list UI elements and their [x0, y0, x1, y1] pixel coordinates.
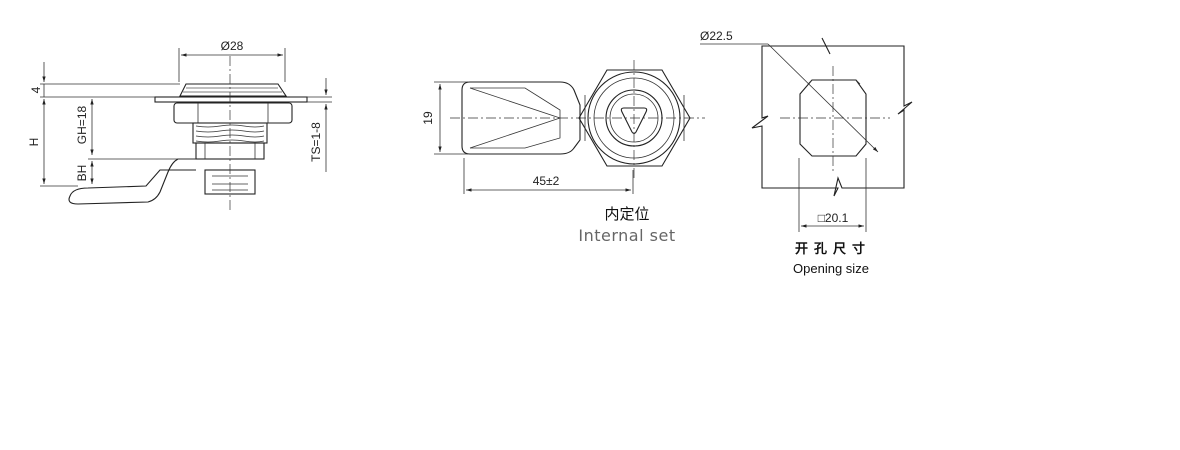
caption-internal-set-cn: 内定位	[604, 205, 649, 223]
dim-ts: TS=1-8	[309, 122, 323, 162]
dim-square-20-1: □20.1	[818, 211, 849, 225]
dim-width-19: 19	[421, 111, 435, 125]
dim-height-h: H	[27, 138, 41, 147]
panel-plate	[154, 96, 308, 103]
dim-flange-4: 4	[29, 86, 43, 93]
cam-arm	[68, 158, 196, 205]
dim-diameter-28: Ø28	[221, 39, 244, 53]
thread-lines	[195, 124, 265, 143]
panel-break-outline	[751, 37, 913, 197]
caption-opening-size: Opening size	[793, 261, 869, 276]
hex-nut	[173, 102, 293, 124]
dim-diameter-22-5: Ø22.5	[700, 29, 733, 43]
caption-opening-size-cn: 开孔尺寸	[795, 241, 871, 257]
dim-bh: BH	[75, 165, 89, 182]
cutout-view: Ø22.5 □20.1 开孔尺寸 Opening size	[700, 29, 913, 276]
lock-cap	[179, 83, 288, 97]
opening-shape	[799, 79, 867, 157]
front-cam-arm	[461, 81, 581, 155]
dim-length-45: 45±2	[533, 174, 560, 188]
side-view: Ø28 4 H GH=18 BH TS=1-8	[27, 39, 332, 212]
front-view: 19 45±2 内定位 Internal set	[421, 60, 705, 245]
dim-gh-18: GH=18	[75, 105, 89, 144]
caption-internal-set: Internal set	[578, 226, 675, 245]
